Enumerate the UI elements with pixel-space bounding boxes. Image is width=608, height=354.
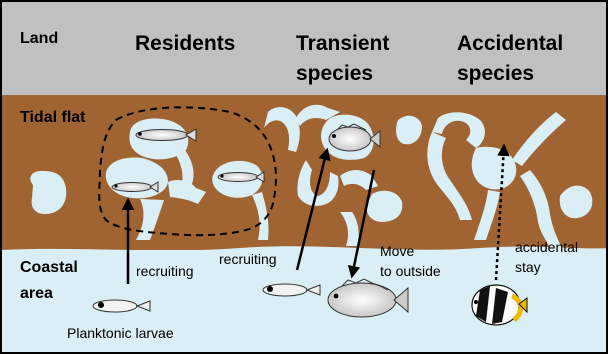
move-outside-label-line2: to outside [380, 264, 441, 279]
accidental-heading-line1: Accidental [457, 32, 563, 55]
residents-heading: Residents [135, 32, 235, 55]
transient-heading-line1: Transient [296, 32, 389, 55]
accidental-heading-line2: species [457, 62, 534, 85]
recruiting-label-residents: recruiting [136, 264, 194, 279]
coastal-area-label-line2: area [20, 285, 53, 303]
accidental-stay-label-line1: accidental [515, 240, 578, 255]
land-label: Land [20, 30, 58, 48]
coastal-area-label-line1: Coastal [20, 259, 78, 277]
planktonic-larvae-label: Planktonic larvae [67, 326, 174, 341]
move-outside-label-line1: Move [380, 244, 414, 259]
transient-heading-line2: species [296, 62, 373, 85]
recruiting-label-transient: recruiting [219, 252, 277, 267]
accidental-stay-label-line2: stay [515, 260, 541, 275]
tidal-flat-label: Tidal flat [20, 109, 86, 127]
